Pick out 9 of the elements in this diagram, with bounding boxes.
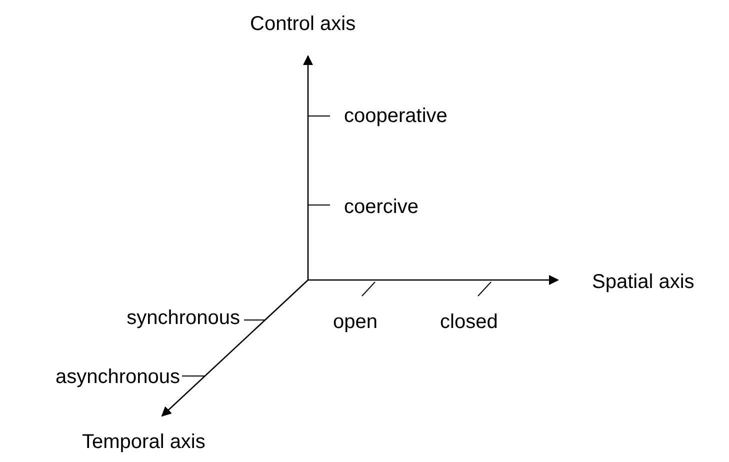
axis-label: closed — [440, 310, 498, 334]
axis-label: coercive — [344, 195, 418, 219]
axis-label: synchronous — [126, 306, 240, 330]
axis-label: asynchronous — [55, 365, 180, 389]
axis-label: open — [333, 310, 378, 334]
axis-label: Control axis — [250, 12, 356, 36]
axis-label: Temporal axis — [82, 430, 206, 454]
axis-label: cooperative — [344, 104, 448, 128]
axis-label: Spatial axis — [592, 270, 694, 294]
